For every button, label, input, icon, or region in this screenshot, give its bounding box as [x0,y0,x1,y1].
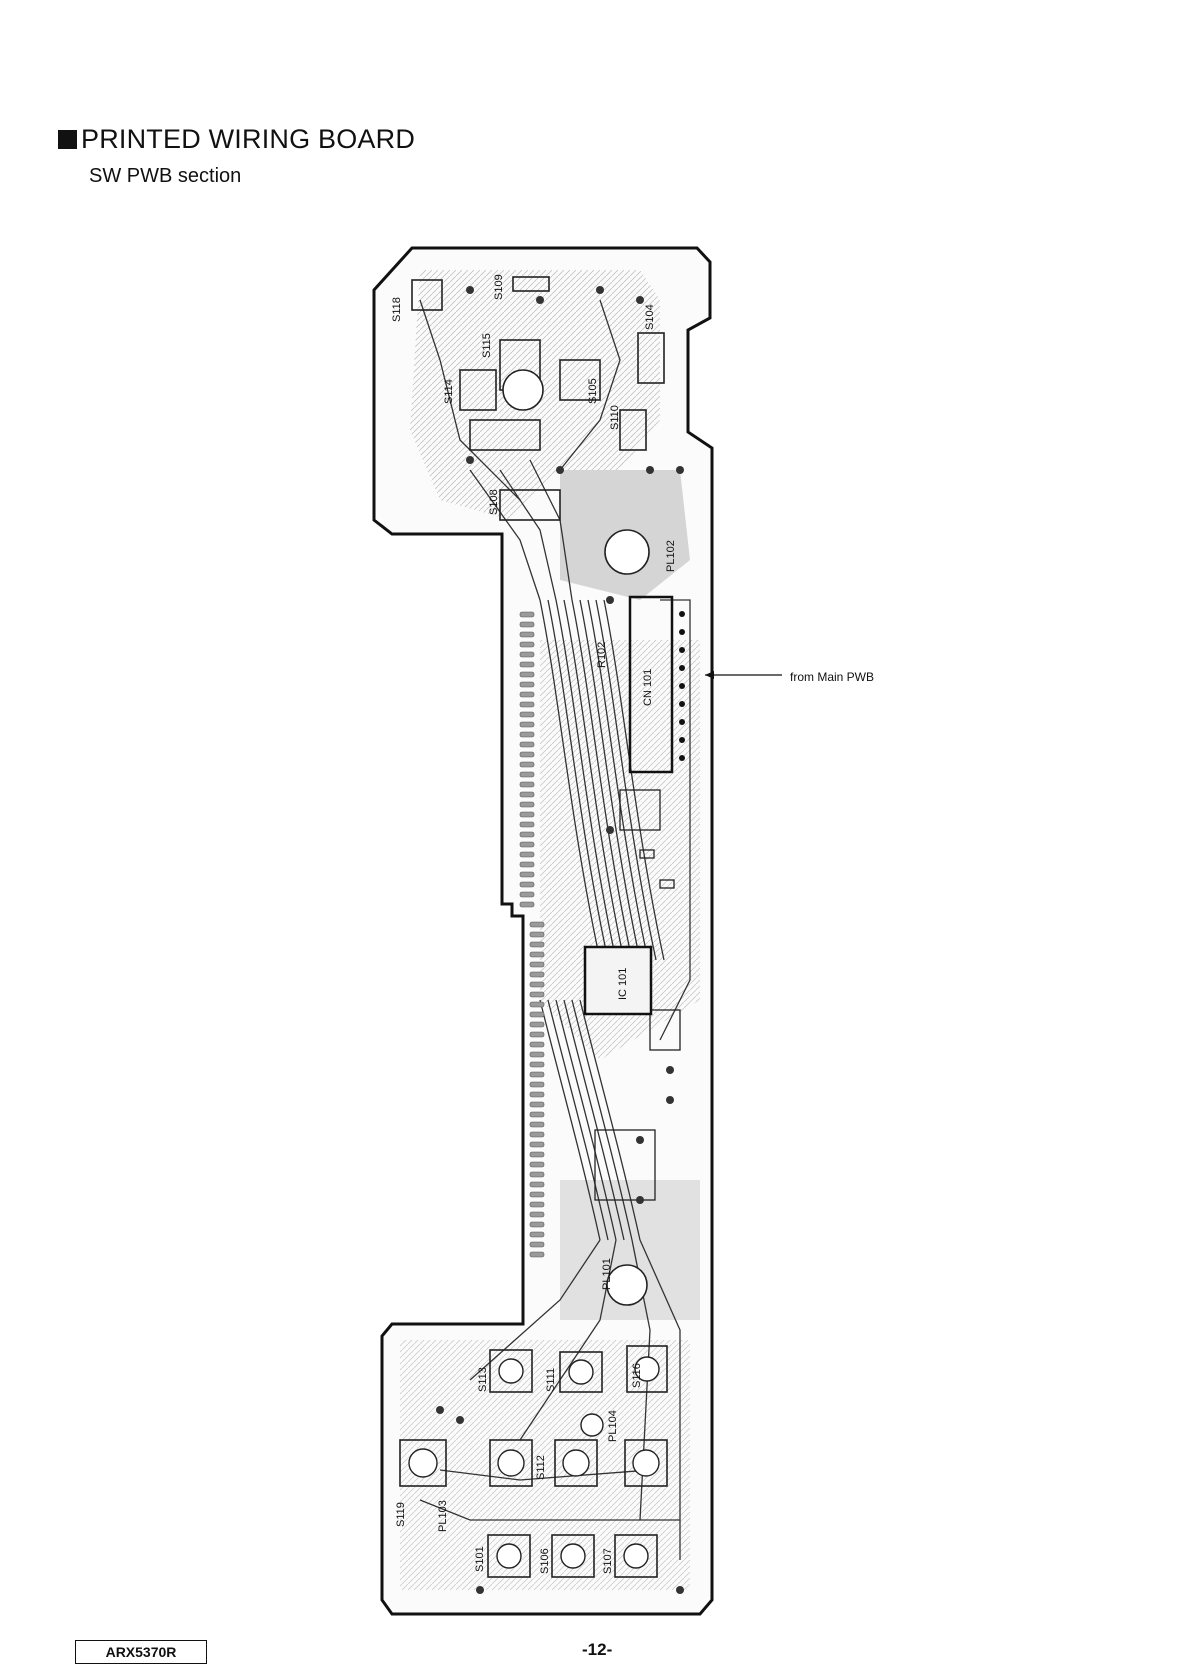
label-s110: S110 [609,405,621,430]
label-s106: S106 [539,1548,551,1574]
label-s101: S101 [474,1546,486,1572]
label-ic101: IC 101 [617,968,629,1000]
label-s116: S116 [631,1363,643,1388]
label-s115: S115 [481,333,493,358]
label-s118: S118 [391,297,403,322]
label-s109: S109 [493,274,505,300]
label-cn101: CN 101 [642,669,654,706]
label-r102: R102 [596,642,608,668]
label-s119: S119 [395,1502,407,1527]
label-pl104: PL104 [607,1410,619,1442]
page-number: -12- [582,1640,612,1660]
callout-label: from Main PWB [790,670,874,684]
label-s108: S108 [488,489,500,515]
label-s104: S104 [644,304,656,330]
label-s112: S112 [535,1455,547,1480]
label-s105: S105 [587,378,599,404]
label-s111: S111 [545,1368,557,1392]
label-s107: S107 [602,1548,614,1574]
label-pl102: PL102 [665,540,677,572]
label-pl101: PL101 [601,1258,613,1290]
label-s113: S113 [477,1367,489,1392]
label-s114: S114 [443,379,455,404]
model-number-box: ARX5370R [75,1640,207,1664]
label-pl103: PL103 [437,1500,449,1532]
